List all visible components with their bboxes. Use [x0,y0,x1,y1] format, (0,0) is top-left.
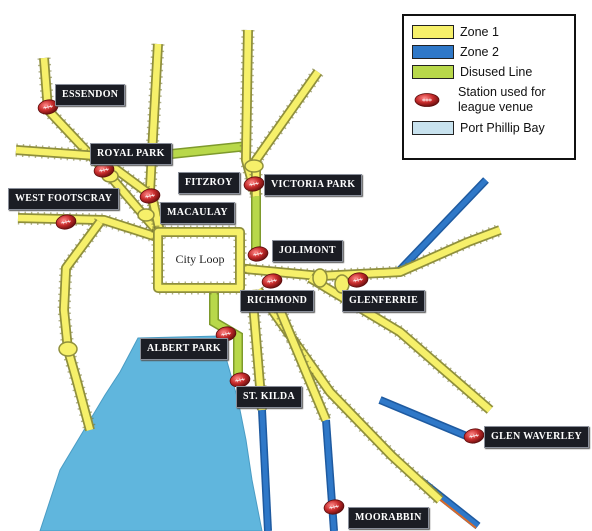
zone1-line-essendon [40,57,161,235]
zone1-swatch [412,25,454,39]
port-phillip-bay [39,335,263,531]
station-label-royal-park[interactable]: ROYAL PARK [90,143,172,165]
football-icon-jolimont [247,246,269,262]
station-label-essendon[interactable]: ESSENDON [55,84,126,106]
football-icon [414,93,440,107]
bay-swatch [412,121,454,135]
football-icon-victoria-park [243,176,265,192]
football-icon-albert-park [215,326,237,342]
legend-row-disused: Disused Line [412,62,566,82]
disused-swatch [412,65,454,79]
legend-label-bay: Port Phillip Bay [460,120,545,135]
football-icon-west-footscray [55,214,77,230]
zone1-line-williamstown [60,220,103,431]
station-label-st-kilda[interactable]: ST. KILDA [236,386,302,408]
football-icon-richmond [261,273,283,289]
venue-markers [37,99,485,515]
station-label-fitzroy[interactable]: FITZROY [178,172,240,194]
football-icon-macaulay [139,188,161,204]
zone2-swatch [412,45,454,59]
legend-row-zone2: Zone 2 [412,42,566,62]
station-label-macaulay[interactable]: MACAULAY [160,202,235,224]
legend-row-bay: Port Phillip Bay [412,118,566,138]
legend-row-zone1: Zone 1 [412,22,566,42]
legend-label-disused: Disused Line [460,64,533,79]
station-label-victoria-park[interactable]: VICTORIA PARK [264,174,363,196]
zone1-line-glenferrie [308,275,493,413]
city-loop-label: City Loop [171,247,229,271]
football-icon-glenferrie [347,272,369,288]
zone1-line-werribee [17,214,161,242]
football-icon-glen-waverley [463,428,485,444]
city-loop-track [154,228,244,292]
legend-label-zone2: Zone 2 [460,44,499,59]
legend-label-zone1: Zone 1 [460,24,499,39]
legend-label-venue: Station used for league venue [458,85,546,114]
map-legend: Zone 1 Zone 2 Disused Line Station used … [402,14,576,160]
legend-row-venue: Station used for league venue [412,82,566,118]
station-label-albert-park[interactable]: ALBERT PARK [140,338,228,360]
station-label-west-footscray[interactable]: WEST FOOTSCRAY [8,188,120,210]
football-icon-moorabbin [323,499,345,515]
zone1-line-moorabbin [277,308,329,422]
station-label-glenferrie[interactable]: GLENFERRIE [342,290,426,312]
station-label-glen-waverley[interactable]: GLEN WAVERLEY [484,426,590,448]
football-icon-essendon [37,99,59,115]
station-label-jolimont[interactable]: JOLIMONT [272,240,343,262]
zone1-line-royal-park [15,146,164,233]
station-label-richmond[interactable]: RICHMOND [240,290,315,312]
zone1-line-lilydale [235,226,502,280]
station-label-moorabbin[interactable]: MOORABBIN [348,507,429,529]
